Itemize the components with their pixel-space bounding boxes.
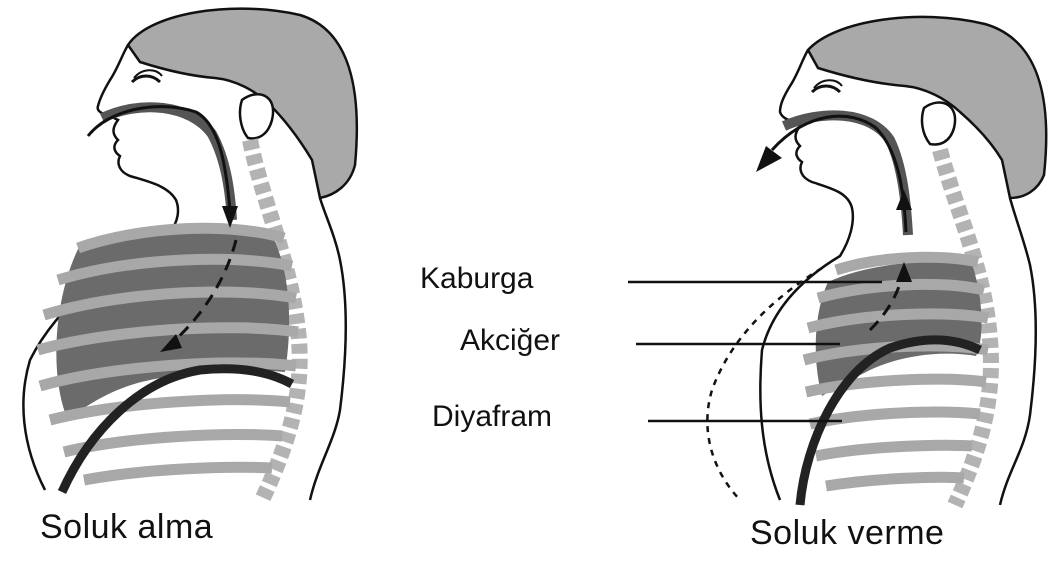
inhalation-ear [240,94,273,138]
lung-label: Akciğer [460,324,560,358]
inhalation-airway [102,107,232,220]
exhalation-caption: Soluk verme [750,514,944,553]
inhalation-caption: Soluk alma [40,508,213,547]
exhalation-arrowhead-out [756,146,782,172]
inhalation-airflow-arrow [88,107,230,212]
exhalation-figure [707,17,1046,505]
exhalation-ear [922,102,955,144]
exhalation-back-outline [1000,198,1036,505]
inhalation-back-outline [310,198,346,500]
diaphragm-label: Diyafram [432,400,552,434]
rib-label: Kaburga [420,262,533,296]
inhalation-figure [23,9,356,500]
